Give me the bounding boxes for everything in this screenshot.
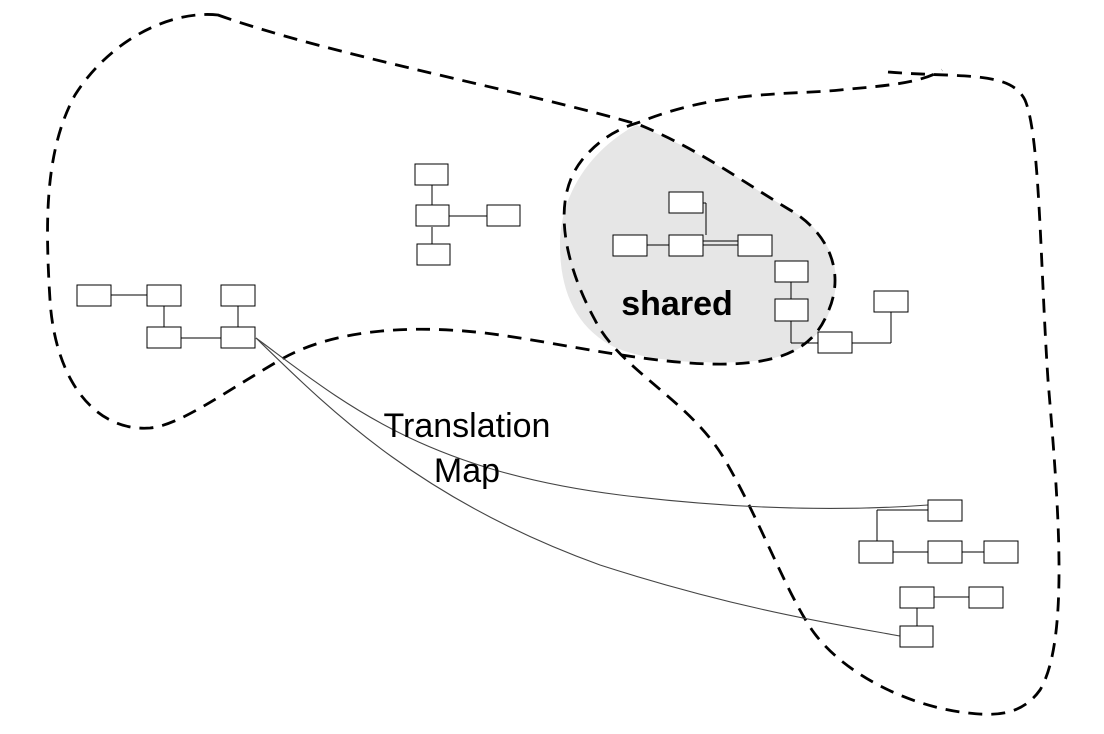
graph-node bbox=[76, 284, 112, 307]
graph-node bbox=[899, 586, 935, 609]
graph-node bbox=[146, 326, 182, 349]
graph-node bbox=[612, 234, 648, 257]
translation-map-label-line1: Translation bbox=[384, 407, 551, 445]
graph-node bbox=[927, 499, 963, 522]
graph-left-upper bbox=[414, 163, 521, 266]
graph-shared bbox=[612, 191, 909, 354]
left-region-boundary bbox=[46, 13, 837, 430]
graph-node bbox=[414, 163, 449, 186]
graph-left-lower bbox=[76, 284, 256, 349]
graph-node bbox=[774, 298, 809, 322]
graph-node bbox=[737, 234, 773, 257]
graph-node bbox=[927, 540, 963, 564]
graph-node bbox=[220, 284, 256, 307]
graph-node bbox=[668, 234, 704, 257]
graph-node bbox=[858, 540, 894, 564]
translation-map-label-line2: Map bbox=[434, 452, 500, 490]
graph-node bbox=[668, 191, 704, 214]
graph-node bbox=[486, 204, 521, 227]
graph-node bbox=[220, 326, 256, 349]
graph-right-upper bbox=[858, 499, 1019, 564]
graph-node bbox=[146, 284, 182, 307]
graph-node bbox=[415, 204, 450, 227]
graph-node bbox=[968, 586, 1004, 609]
graph-node bbox=[817, 331, 853, 354]
graph-node bbox=[774, 260, 809, 283]
graph-node bbox=[873, 290, 909, 313]
graph-node bbox=[416, 243, 451, 266]
graph-node bbox=[899, 625, 934, 648]
shared-label: shared bbox=[621, 285, 733, 323]
graph-node bbox=[983, 540, 1019, 564]
graph-right-lower bbox=[899, 586, 1004, 648]
translation-map-curve-lower bbox=[255, 337, 901, 637]
right-region-boundary bbox=[562, 68, 1061, 716]
translation-map-curve-upper bbox=[255, 337, 929, 510]
